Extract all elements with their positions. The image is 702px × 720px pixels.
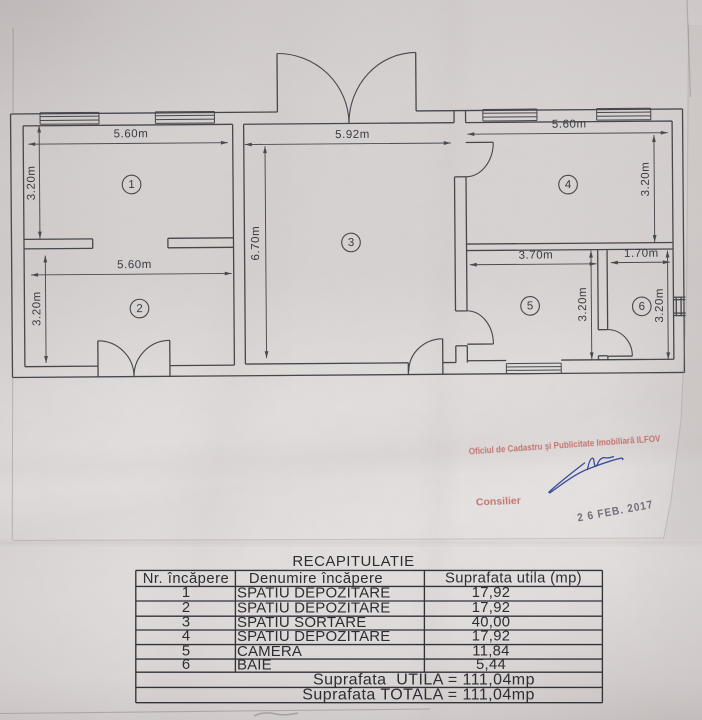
svg-text:Suprafata utila (mp): Suprafata utila (mp) [445,570,582,586]
svg-text:40,00: 40,00 [472,615,511,631]
svg-text:SPATIU DEPOZITARE: SPATIU DEPOZITARE [237,628,390,645]
svg-text:1: 1 [128,179,134,191]
svg-text:5.60m: 5.60m [552,118,587,130]
svg-text:17,92: 17,92 [472,585,511,601]
svg-text:3.20m: 3.20m [26,165,38,200]
svg-text:SPATIU DEPOZITARE: SPATIU DEPOZITARE [237,600,390,617]
svg-text:3.20m: 3.20m [577,287,589,322]
svg-text:3.20m: 3.20m [654,288,666,323]
svg-text:BAIE: BAIE [237,657,272,674]
svg-text:2: 2 [136,303,142,315]
svg-text:5,44: 5,44 [476,657,506,673]
svg-text:1.70m: 1.70m [624,248,659,260]
svg-text:3: 3 [182,615,190,631]
svg-text:4: 4 [565,179,572,191]
svg-text:5.92m: 5.92m [335,129,370,141]
svg-text:2: 2 [182,600,190,616]
svg-text:3.20m: 3.20m [640,162,652,197]
svg-text:5: 5 [182,643,190,659]
svg-text:SPATIU DEPOZITARE: SPATIU DEPOZITARE [237,585,390,602]
svg-text:6.70m: 6.70m [250,226,262,261]
svg-text:3.20m: 3.20m [31,291,43,326]
svg-text:11,84: 11,84 [472,643,509,659]
svg-text:Suprafata TOTALA = 111,04mp: Suprafata TOTALA = 111,04mp [302,687,535,704]
svg-text:Nr. încăpere: Nr. încăpere [143,571,230,587]
svg-text:6: 6 [182,657,190,673]
svg-text:17,92: 17,92 [472,600,511,616]
svg-text:5: 5 [527,300,533,312]
svg-text:3: 3 [348,237,354,249]
svg-text:3.70m: 3.70m [518,249,553,261]
svg-text:6: 6 [639,301,645,313]
svg-text:Denumire încăpere: Denumire încăpere [249,571,383,587]
svg-text:Suprafata UTILA = 111,04mp: Suprafata UTILA = 111,04mp [313,671,535,688]
svg-text:RECAPITULATIE: RECAPITULATIE [292,553,414,570]
svg-text:5.60m: 5.60m [117,259,152,271]
svg-text:17,92: 17,92 [472,629,511,645]
svg-text:5.60m: 5.60m [114,128,149,140]
svg-text:1: 1 [182,585,190,601]
svg-text:CAMERA: CAMERA [237,643,302,660]
svg-text:4: 4 [182,629,190,645]
svg-text:SPATIU SORTARE: SPATIU SORTARE [237,614,366,631]
svg-text:Consilier: Consilier [476,496,521,509]
